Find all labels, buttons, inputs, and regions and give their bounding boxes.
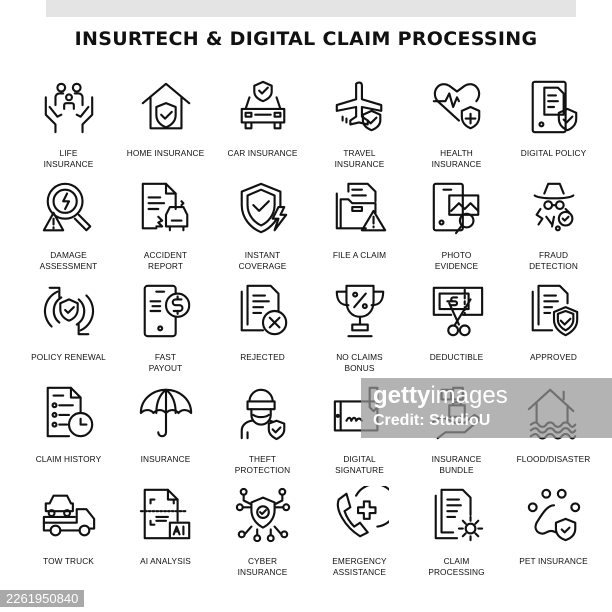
icon-label: EMERGENCY ASSISTANCE <box>332 556 387 577</box>
icon-label: DIGITAL SIGNATURE <box>335 454 384 475</box>
trophy-percent-icon <box>331 282 389 340</box>
renewal-arrows-shield-icon <box>40 282 98 340</box>
icon-label: ACCIDENT REPORT <box>143 250 188 271</box>
icon-cell-pet-insurance: PET INSURANCE <box>505 486 602 588</box>
icon-cell-life-insurance: LIFE INSURANCE <box>20 78 117 180</box>
icon-label: INSTANT COVERAGE <box>238 250 287 271</box>
tablet-document-shield-icon <box>525 78 583 136</box>
icon-cell-no-claims-bonus: NO CLAIMS BONUS <box>311 282 408 384</box>
checklist-clock-icon <box>40 384 98 442</box>
plane-shield-icon <box>331 78 389 136</box>
icon-label: FRAUD DETECTION <box>529 250 578 271</box>
icon-label: THEFT PROTECTION <box>234 454 291 475</box>
icon-cell-ai-analysis: AI ANALYSIS <box>117 486 214 588</box>
icon-label: DAMAGE ASSESSMENT <box>39 250 98 271</box>
icon-cell-accident-report: ACCIDENT REPORT <box>117 180 214 282</box>
phone-dollar-icon <box>137 282 195 340</box>
icon-cell-health-insurance: HEALTH INSURANCE <box>408 78 505 180</box>
icon-label: INSURANCE BUNDLE <box>431 454 482 475</box>
top-banner-bar <box>46 0 576 17</box>
icon-label: NO CLAIMS BONUS <box>336 352 383 373</box>
family-in-hands-icon <box>40 78 98 136</box>
tablet-photo-magnifier-icon <box>428 180 486 238</box>
icon-grid: LIFE INSURANCE HOME INSURANCE CAR INSURA… <box>20 78 602 588</box>
icon-cell-rejected: REJECTED <box>214 282 311 384</box>
icon-label: LIFE INSURANCE <box>43 148 94 169</box>
icon-label: CLAIM HISTORY <box>35 454 102 464</box>
stock-id-badge: 2261950840 <box>0 590 85 607</box>
icon-label: REJECTED <box>240 352 285 362</box>
icon-cell-theft-protection: THEFT PROTECTION <box>214 384 311 486</box>
icon-label: FAST PAYOUT <box>148 352 183 373</box>
icon-label: DEDUCTIBLE <box>429 352 484 362</box>
spy-detective-icon <box>525 180 583 238</box>
icon-label: FILE A CLAIM <box>332 250 387 260</box>
umbrella-icon <box>137 384 195 442</box>
house-shield-icon <box>137 78 195 136</box>
document-ai-scan-icon <box>137 486 195 544</box>
icon-label: HEALTH INSURANCE <box>431 148 482 169</box>
icon-cell-deductible: DEDUCTIBLE <box>408 282 505 384</box>
phone-medical-cross-icon <box>331 483 397 544</box>
icon-cell-insurance: INSURANCE <box>117 384 214 486</box>
icon-label: TRAVEL INSURANCE <box>334 148 385 169</box>
thief-shield-icon <box>234 384 292 442</box>
icon-cell-car-insurance: CAR INSURANCE <box>214 78 311 180</box>
banknote-scissors-icon <box>428 282 486 340</box>
icon-label: HOME INSURANCE <box>126 148 205 158</box>
icon-cell-fast-payout: FAST PAYOUT <box>117 282 214 384</box>
icon-label: CAR INSURANCE <box>227 148 298 158</box>
watermark-banner: gettyimages Credit: StudioU <box>361 378 612 438</box>
icon-label: CLAIM PROCESSING <box>428 556 485 577</box>
icon-cell-travel-insurance: TRAVEL INSURANCE <box>311 78 408 180</box>
icon-cell-claim-history: CLAIM HISTORY <box>20 384 117 486</box>
folder-warning-icon <box>331 180 389 238</box>
icon-cell-digital-policy: DIGITAL POLICY <box>505 78 602 180</box>
icon-label: TOW TRUCK <box>43 556 94 566</box>
shield-lightning-icon <box>234 180 292 238</box>
heartbeat-shield-icon <box>428 78 486 136</box>
icon-label: POLICY RENEWAL <box>31 352 106 362</box>
magnifier-warning-icon <box>40 180 98 238</box>
icon-cell-tow-truck: TOW TRUCK <box>20 486 117 588</box>
document-crashed-car-icon <box>137 180 195 238</box>
icon-cell-home-insurance: HOME INSURANCE <box>117 78 214 180</box>
icon-cell-claim-processing: CLAIM PROCESSING <box>408 486 505 588</box>
watermark-credit: Credit: StudioU <box>373 412 491 429</box>
icon-cell-emergency-assistance: EMERGENCY ASSISTANCE <box>311 483 408 588</box>
documents-gear-icon <box>428 486 486 544</box>
icon-cell-approved: APPROVED <box>505 282 602 384</box>
icon-cell-damage-assessment: DAMAGE ASSESSMENT <box>20 180 117 282</box>
icon-label: PET INSURANCE <box>519 556 588 566</box>
paw-shield-icon <box>525 486 583 544</box>
icon-cell-instant-coverage: INSTANT COVERAGE <box>214 180 311 282</box>
icon-label: DIGITAL POLICY <box>520 148 587 158</box>
icon-label: PHOTO EVIDENCE <box>434 250 479 271</box>
circuit-shield-icon <box>234 486 292 544</box>
icon-cell-cyber-insurance: CYBER INSURANCE <box>214 486 311 588</box>
page-title: INSURTECH & DIGITAL CLAIM PROCESSING <box>74 28 538 50</box>
icon-cell-photo-evidence: PHOTO EVIDENCE <box>408 180 505 282</box>
icon-label: INSURANCE <box>140 454 191 464</box>
documents-x-icon <box>234 282 292 340</box>
icon-cell-file-a-claim: FILE A CLAIM <box>311 180 408 282</box>
icon-label: AI ANALYSIS <box>140 556 191 566</box>
car-shield-icon <box>234 78 292 136</box>
tow-truck-icon <box>40 486 98 544</box>
icon-label: FLOOD/DISASTER <box>516 454 591 464</box>
icon-cell-fraud-detection: FRAUD DETECTION <box>505 180 602 282</box>
watermark-brand: gettyimages <box>373 382 508 409</box>
documents-shield-check-icon <box>525 282 583 340</box>
icon-cell-policy-renewal: POLICY RENEWAL <box>20 282 117 384</box>
icon-label: APPROVED <box>530 352 577 362</box>
icon-label: CYBER INSURANCE <box>237 556 288 577</box>
